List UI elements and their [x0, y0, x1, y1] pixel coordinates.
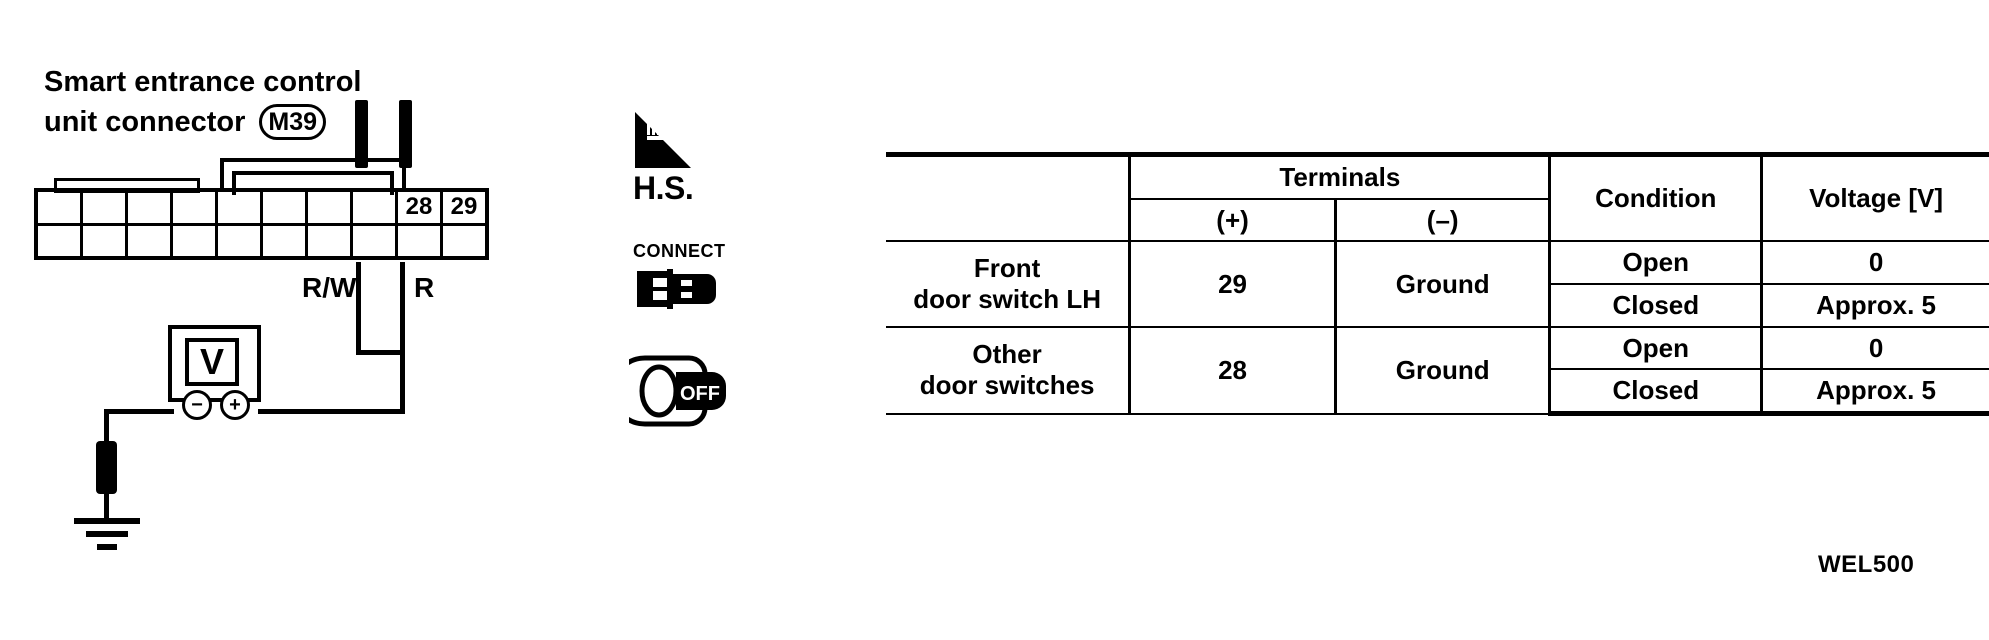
ground-symbol-bar [74, 518, 140, 524]
row-condition-closed: Closed [1548, 283, 1764, 328]
connector-keying-tab-inner [232, 171, 394, 195]
svg-text:OFF: OFF [680, 383, 720, 405]
connector-code-badge: M39 [259, 104, 327, 140]
row-condition-open: Open [1548, 240, 1764, 286]
title-line-2: unit connector [44, 106, 246, 138]
wire-segment-positive-lead [258, 409, 405, 414]
header-item [886, 152, 1132, 243]
ground-symbol-bar [86, 531, 128, 537]
row-item-line-1: Other [972, 339, 1042, 370]
pin-cell-29: 29 [450, 193, 478, 221]
pin-cell [38, 192, 83, 223]
ignition-switch-off-icon: OFF [609, 355, 726, 427]
pin-cell [128, 225, 173, 256]
hand-glyph-icon [647, 119, 667, 140]
pin-cell [353, 192, 398, 223]
connector-pin-row-top: 28 29 [38, 192, 485, 226]
pin-cell-28: 28 [398, 192, 443, 223]
pin-cell [83, 225, 128, 256]
figure-caption: WEL500 [1818, 551, 1915, 578]
row-item-line-2: door switches [919, 370, 1095, 401]
row-voltage-open: 0 [1760, 325, 1989, 371]
row-item-line-1: Front [973, 253, 1041, 284]
row-item-front-door-switch-lh: Front door switch LH [886, 240, 1132, 328]
wire-segment-ground-lead [104, 409, 109, 445]
service-icon-column: H.S. CONNECT OFF [609, 112, 767, 439]
header-voltage: Voltage [V] [1760, 152, 1989, 243]
pin-cell [128, 192, 173, 223]
test-probe-stem [104, 492, 109, 521]
wire-segment-28-vertical [356, 262, 361, 354]
wire-segment-28-join [356, 350, 405, 355]
pin-cell [443, 226, 485, 257]
pin-cell [263, 225, 308, 256]
voltmeter-positive-terminal: + [220, 390, 250, 420]
row-terminal-negative: Ground [1333, 240, 1552, 328]
table-header-row-2: (+) (–) [886, 197, 1989, 243]
terminal-blade-28 [355, 100, 368, 168]
voltmeter-display: V [185, 338, 239, 386]
wire-color-label-rw: R/W [302, 272, 357, 303]
row-voltage-closed: Approx. 5 [1760, 368, 1989, 417]
table-header-row-1: Terminals Condition Voltage [V] [886, 151, 1989, 243]
pin-cell [308, 192, 353, 223]
pin-cell [218, 192, 263, 223]
pin-cell [263, 192, 308, 223]
hand-scanner-icon [635, 112, 691, 168]
row-item-other-door-switches: Other door switches [886, 325, 1132, 415]
row-terminal-positive: 29 [1128, 240, 1337, 328]
pin-cell [308, 225, 353, 256]
row-condition-closed: Closed [1548, 368, 1764, 417]
pin-cell [218, 225, 263, 256]
connect-plug-icon [637, 269, 716, 309]
connect-label: CONNECT [633, 241, 726, 261]
pin-cell [83, 192, 128, 223]
row-voltage-closed: Approx. 5 [1760, 283, 1989, 328]
ground-symbol-bar [97, 544, 117, 550]
row-item-line-2: door switch LH [913, 284, 1101, 315]
header-terminals: Terminals [1128, 151, 1552, 200]
pin-cell [173, 192, 218, 223]
row-condition-open: Open [1548, 325, 1764, 371]
header-terminal-positive: (+) [1128, 197, 1337, 243]
pin-cell [38, 225, 83, 256]
header-terminal-negative: (–) [1333, 197, 1552, 243]
table-row: Closed Approx. 5 [886, 283, 1989, 328]
page-title: Smart entrance control unit connector M3… [44, 62, 361, 142]
connector-pin-row-bottom [38, 225, 485, 257]
connector-pin-grid: 28 29 [34, 188, 489, 260]
wire-color-label-r: R [414, 272, 435, 303]
table-row: Other door switches 28 Ground Open 0 [886, 325, 1989, 415]
connector-diagram: 28 29 [34, 158, 494, 268]
header-condition: Condition [1548, 152, 1764, 243]
terminal-blade-29 [399, 100, 412, 168]
connector-keying-tab [220, 158, 406, 195]
table-row: Closed Approx. 5 [886, 368, 1989, 417]
voltage-spec-table: Terminals Condition Voltage [V] (+) (–) … [886, 151, 1989, 417]
voltmeter: V − + [168, 325, 261, 420]
wire-segment-negative-lead [104, 409, 174, 414]
row-terminal-negative: Ground [1333, 325, 1552, 415]
hs-label: H.S. [633, 170, 694, 206]
pin-cell [398, 225, 443, 256]
pin-cell [353, 225, 398, 256]
spec-table: Terminals Condition Voltage [V] (+) (–) … [886, 151, 1989, 417]
voltmeter-negative-terminal: − [182, 390, 212, 420]
row-voltage-open: 0 [1760, 240, 1989, 286]
wire-segment-29-vertical [400, 262, 405, 414]
title-line-1: Smart entrance control [44, 66, 362, 98]
title-line-2-row: unit connector M39 [44, 102, 361, 142]
table-row: Front door switch LH 29 Ground Open 0 [886, 240, 1989, 328]
row-terminal-positive: 28 [1128, 325, 1337, 415]
pin-cell [173, 225, 218, 256]
test-probe [96, 441, 117, 494]
